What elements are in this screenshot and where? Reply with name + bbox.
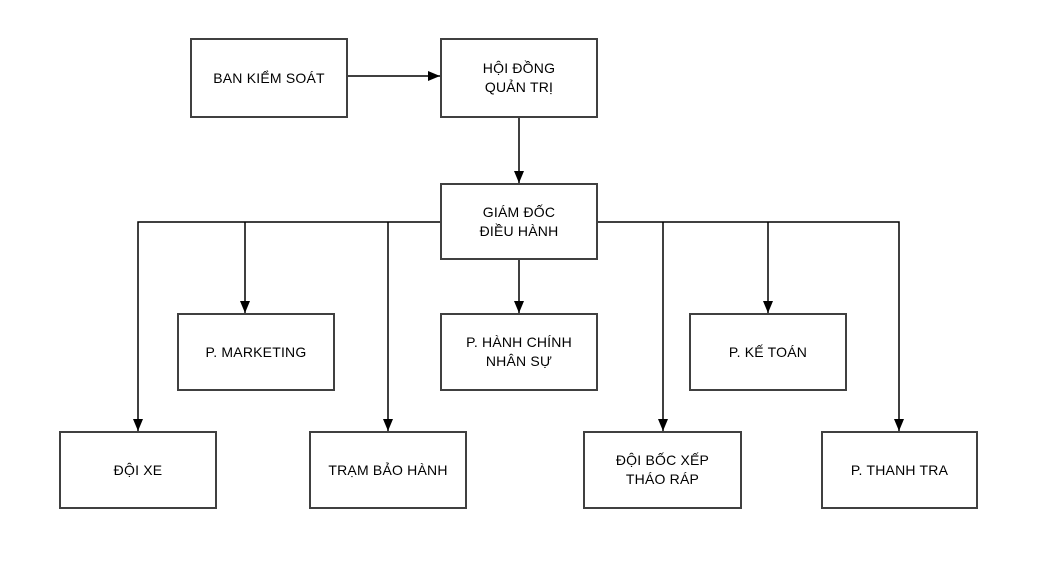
node-hoi-dong-quan-tri-label: HỘI ĐỒNG QUẢN TRỊ — [482, 60, 556, 95]
node-p-hanh-chinh-nhan-su-label: P. HÀNH CHÍNH NHÂN SỰ — [466, 334, 572, 369]
node-doi-boc-xep-thao-rap-label: ĐỘI BỐC XẾP THÁO RÁP — [615, 452, 710, 487]
node-ban-kiem-soat: BAN KIỂM SOÁT — [190, 38, 348, 118]
node-p-marketing: P. MARKETING — [177, 313, 335, 391]
node-tram-bao-hanh: TRẠM BẢO HÀNH — [309, 431, 467, 509]
node-tram-bao-hanh-label: TRẠM BẢO HÀNH — [328, 461, 448, 478]
node-p-hanh-chinh-nhan-su: P. HÀNH CHÍNH NHÂN SỰ — [440, 313, 598, 391]
edge-giam-doc-to-p-thanh-tra — [598, 221, 904, 431]
node-p-thanh-tra-label: P. THANH TRA — [850, 461, 949, 478]
node-doi-boc-xep-thao-rap: ĐỘI BỐC XẾP THÁO RÁP — [583, 431, 742, 509]
node-giam-doc-dieu-hanh: GIÁM ĐỐC ĐIỀU HÀNH — [440, 183, 598, 260]
node-ban-kiem-soat-label: BAN KIỂM SOÁT — [213, 69, 325, 86]
node-p-ke-toan: P. KẾ TOÁN — [689, 313, 847, 391]
node-giam-doc-dieu-hanh-label: GIÁM ĐỐC ĐIỀU HÀNH — [479, 203, 559, 239]
edge-giam-doc-to-doi-xe — [133, 221, 440, 431]
node-doi-xe-label: ĐỘI XE — [113, 461, 163, 478]
node-p-thanh-tra: P. THANH TRA — [821, 431, 978, 509]
node-p-ke-toan-label: P. KẾ TOÁN — [728, 343, 808, 360]
node-doi-xe: ĐỘI XE — [59, 431, 217, 509]
node-p-marketing-label: P. MARKETING — [205, 343, 307, 360]
node-hoi-dong-quan-tri: HỘI ĐỒNG QUẢN TRỊ — [440, 38, 598, 118]
